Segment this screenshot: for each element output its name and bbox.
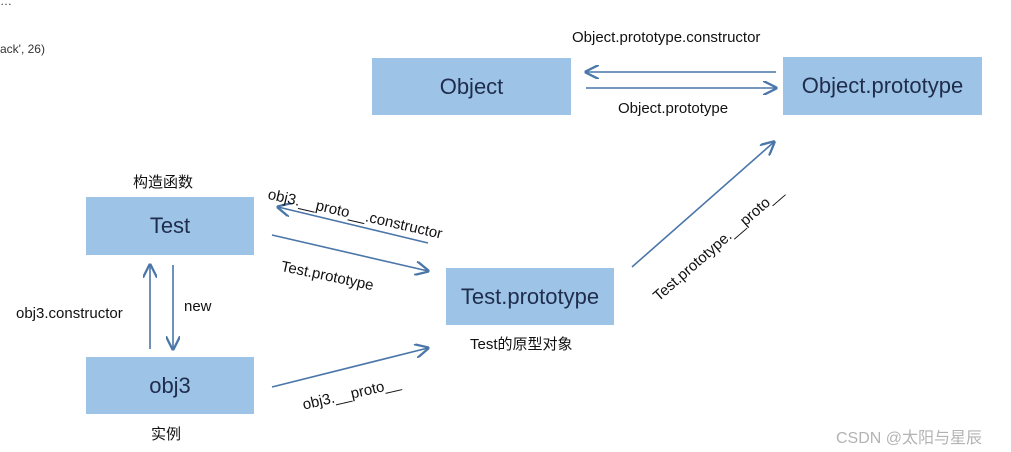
caption-instance: 实例 [151, 426, 182, 443]
edge-label-object-prototype: Object.prototype [618, 100, 729, 117]
node-object: Object [372, 58, 571, 115]
watermark: CSDN @太阳与星辰 [836, 430, 983, 447]
edge-label-obj3-constructor: obj3.constructor [16, 305, 123, 322]
node-object-prototype: Object.prototype [783, 57, 982, 115]
edge-label-object-prototype-constructor: Object.prototype.constructor [572, 29, 761, 46]
arrow-test-prototype-to-object-prototype [631, 142, 774, 268]
node-test: Test [86, 197, 254, 255]
code-fragment-top: … [0, 0, 12, 8]
edge-label-new: new [184, 298, 212, 315]
node-test-prototype: Test.prototype [446, 268, 614, 325]
caption-constructor-fn: 构造函数 [133, 174, 194, 191]
node-obj3: obj3 [86, 357, 254, 414]
arrow-test-to-test-prototype [271, 234, 428, 271]
arrow-test-prototype-to-test [278, 207, 429, 244]
caption-prototype-obj: Test的原型对象 [470, 336, 573, 353]
arrow-obj3-to-test-prototype [271, 348, 428, 388]
code-fragment-left: ack', 26) [0, 42, 45, 56]
